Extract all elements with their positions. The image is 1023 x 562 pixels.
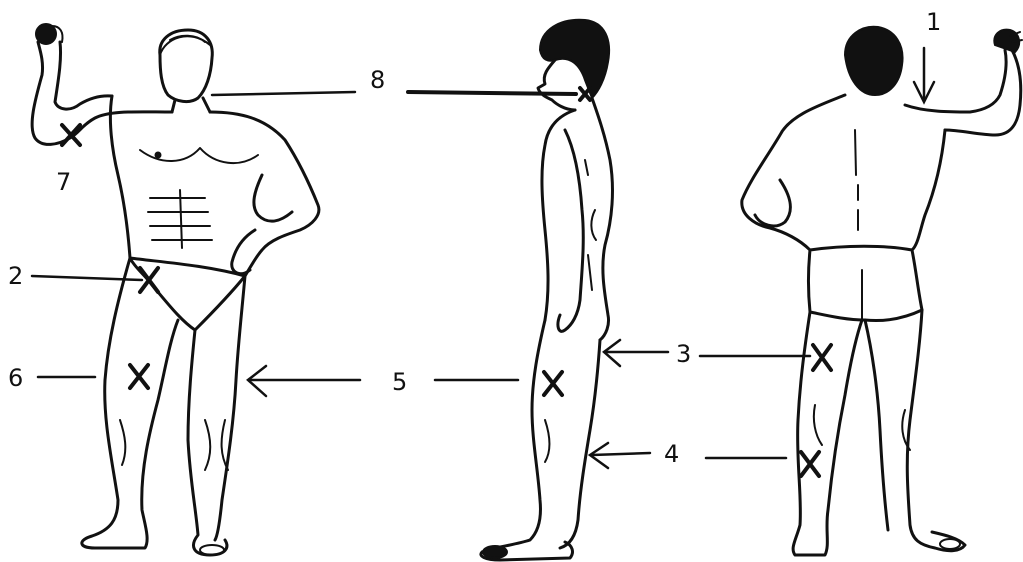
leader-4-left [592,453,650,455]
back-calves [814,405,910,450]
front-hair [160,36,210,55]
side-figure [481,20,613,560]
number-labels: 1 2 3 4 5 6 7 8 [8,8,941,468]
mark-arm [62,125,80,145]
side-foot-shadow [483,546,507,558]
back-toes [940,539,960,549]
back-head [845,27,903,95]
front-knees [120,420,228,470]
back-leg-right [865,310,965,551]
side-arm [558,130,583,331]
leader-8-left [212,92,355,95]
label-3: 3 [676,340,691,368]
side-back [592,98,612,340]
back-torso-right [912,130,945,250]
x-marks [62,88,831,476]
front-abs [148,190,212,248]
front-hip-arm [232,175,292,274]
front-leg-right [188,276,245,555]
back-hip-arm [755,180,790,226]
side-arm-detail [585,160,596,290]
front-briefs [130,258,245,330]
mark-back-calf [801,452,819,476]
back-raised-arm [905,50,1021,135]
label-8: 8 [370,66,385,94]
label-7: 7 [56,168,71,196]
label-6: 6 [8,364,23,392]
back-torso-left [742,95,845,250]
back-figure [742,27,1022,555]
mark-side-thigh [544,372,562,395]
front-nipple [156,153,161,158]
back-trunks [809,246,923,320]
label-4: 4 [664,440,679,468]
mark-front-thigh [130,365,148,388]
front-torso-right [210,112,319,276]
front-figure [32,24,319,555]
label-5: 5 [392,368,407,396]
side-leg-front [481,320,573,560]
side-knee [545,420,550,462]
label-2: 2 [8,262,23,290]
front-raised-arm [32,42,172,144]
side-face [538,60,575,110]
mark-back-thigh [813,345,831,370]
front-leg-left [82,258,178,548]
back-spine [855,130,858,230]
front-torso-left [110,96,130,258]
side-hair [540,20,609,98]
side-leg-back [560,340,600,548]
label-1: 1 [926,8,941,36]
mark-neck-side [580,88,590,100]
leader-8-right [408,92,576,94]
